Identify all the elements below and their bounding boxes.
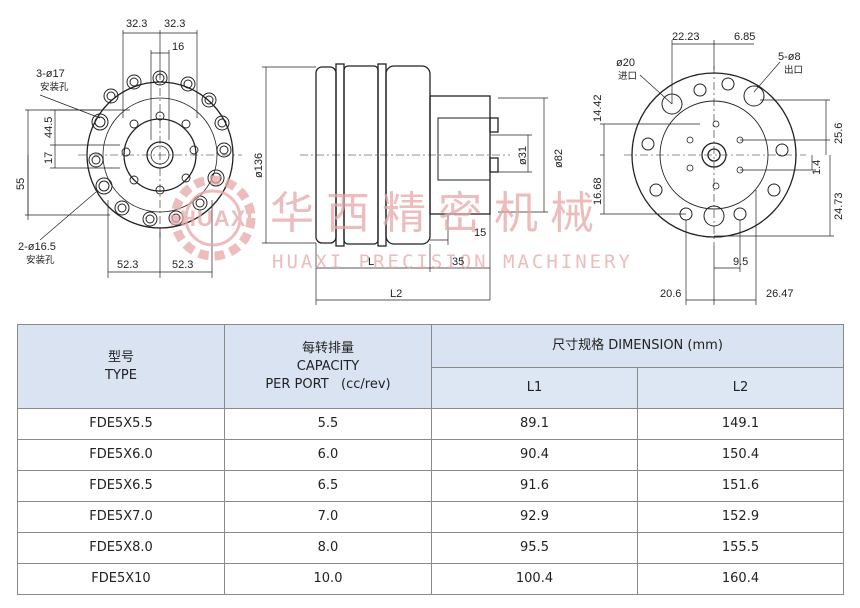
header-type: 型号 TYPE	[17, 324, 225, 409]
table-row: FDE5X8.0 8.0 95.5 155.5	[17, 532, 844, 564]
dim-label: L	[368, 256, 374, 268]
dim-label: 26.47	[766, 288, 794, 300]
dim-label: 25.6	[833, 123, 845, 144]
watermark-logo-text: HUAXI	[180, 206, 253, 231]
header-capacity-en1: CAPACITY	[296, 358, 360, 374]
back-view-labels: 22.23 6.85 14.42 25.6 16.68 1.4 24.73 9.…	[592, 31, 845, 300]
dim-label: ø82	[553, 149, 565, 168]
cell-l2: 149.1	[637, 408, 844, 440]
dim-label: 55	[15, 178, 27, 190]
dim-label: 9.5	[733, 256, 748, 268]
header-type-cn: 型号	[107, 349, 134, 365]
header-capacity-en2: PER PORT (cc/rev)	[265, 376, 391, 392]
cell-l2: 160.4	[637, 563, 844, 595]
spec-table: 型号 TYPE 每转排量 CAPACITY PER PORT (cc/rev) …	[17, 324, 844, 595]
header-l1: L1	[431, 367, 638, 409]
dim-label: L2	[390, 288, 402, 300]
watermark-name-cn: 华西精密机械	[270, 188, 606, 239]
dim-label: 44.5	[43, 117, 55, 138]
dim-label: 16.68	[592, 177, 604, 205]
cell-l1: 90.4	[431, 439, 638, 471]
dim-label: 17	[43, 152, 55, 164]
dim-label: 16	[172, 41, 184, 53]
cell-type: FDE5X6.5	[17, 470, 225, 502]
technical-drawing: HUAXI 华西精密机械 HUAXI PRECISION MACHINERY 3…	[15, 18, 845, 305]
table-row: FDE5X6.5 6.5 91.6 151.6	[17, 470, 844, 502]
watermark-name-en: HUAXI PRECISION MACHINERY	[272, 251, 633, 273]
callout-spec: 3-ø17	[36, 68, 65, 80]
callout-spec: 2-ø16.5	[18, 241, 56, 253]
dim-label: ø136	[253, 153, 265, 178]
dim-label: 32.3	[164, 18, 185, 30]
cell-type: FDE5X6.0	[17, 439, 225, 471]
dim-label: 20.6	[660, 288, 681, 300]
back-view	[600, 40, 834, 305]
table-row: FDE5X5.5 5.5 89.1 149.1	[17, 408, 844, 440]
cell-type: FDE5X5.5	[17, 408, 225, 440]
header-type-en: TYPE	[105, 367, 137, 383]
dim-label: ø31	[517, 146, 529, 165]
header-capacity: 每转排量 CAPACITY PER PORT (cc/rev)	[224, 324, 432, 409]
table-subheader-row: L1 L2	[18, 367, 844, 409]
callout-spec: 5-ø8	[778, 51, 801, 63]
cell-capacity: 7.0	[224, 501, 432, 533]
dim-label: 24.73	[833, 192, 845, 220]
cell-l1: 95.5	[431, 532, 638, 564]
callout-spec: ø20	[616, 57, 635, 69]
cell-type: FDE5X7.0	[17, 501, 225, 533]
dim-label: 6.85	[734, 31, 755, 43]
cell-l1: 92.9	[431, 501, 638, 533]
cell-l1: 100.4	[431, 563, 638, 595]
watermark: HUAXI 华西精密机械 HUAXI PRECISION MACHINERY	[170, 175, 633, 273]
dim-label: 22.23	[672, 31, 700, 43]
cell-type: FDE5X8.0	[17, 532, 225, 564]
dim-label: 52.3	[172, 259, 193, 271]
table-row: FDE5X10 10.0 100.4 160.4	[17, 563, 844, 595]
dim-label: 14.42	[592, 94, 604, 122]
front-view-labels: 32.3 32.3 16 44.5 17 55 52.3 52.3 3-ø17 …	[15, 18, 193, 271]
gear-logo	[170, 175, 256, 261]
header-l2: L2	[637, 367, 844, 409]
cell-l2: 155.5	[637, 532, 844, 564]
table-row: FDE5X7.0 7.0 92.9 152.9	[17, 501, 844, 533]
cell-type: FDE5X10	[17, 563, 225, 595]
callout-note: 进口	[618, 71, 637, 82]
cell-capacity: 10.0	[224, 563, 432, 595]
cell-capacity: 8.0	[224, 532, 432, 564]
cell-l2: 152.9	[637, 501, 844, 533]
header-capacity-cn: 每转排量	[301, 340, 354, 356]
cell-l2: 151.6	[637, 470, 844, 502]
cell-capacity: 6.5	[224, 470, 432, 502]
cell-capacity: 6.0	[224, 439, 432, 471]
front-view	[25, 30, 242, 278]
header-dimension: 尺寸规格 DIMENSION (mm)	[431, 324, 844, 368]
dim-label: 1.4	[811, 160, 823, 175]
table-header-row: 型号 TYPE 每转排量 CAPACITY PER PORT (cc/rev) …	[17, 324, 844, 409]
dim-label: 52.3	[117, 259, 138, 271]
table-row: FDE5X6.0 6.0 90.4 150.4	[17, 439, 844, 471]
cell-capacity: 5.5	[224, 408, 432, 440]
callout-note: 安装孔	[40, 81, 69, 93]
cell-l2: 150.4	[637, 439, 844, 471]
cell-l1: 89.1	[431, 408, 638, 440]
dim-label: 32.3	[126, 18, 147, 30]
callout-note: 出口	[784, 64, 803, 76]
side-view-labels: ø136 ø31 ø82 15 35 L L2	[253, 146, 565, 300]
dim-label: 15	[474, 227, 486, 239]
cell-l1: 91.6	[431, 470, 638, 502]
dim-label: 35	[452, 256, 464, 268]
side-view	[262, 63, 548, 305]
callout-note: 安装孔	[26, 254, 55, 266]
